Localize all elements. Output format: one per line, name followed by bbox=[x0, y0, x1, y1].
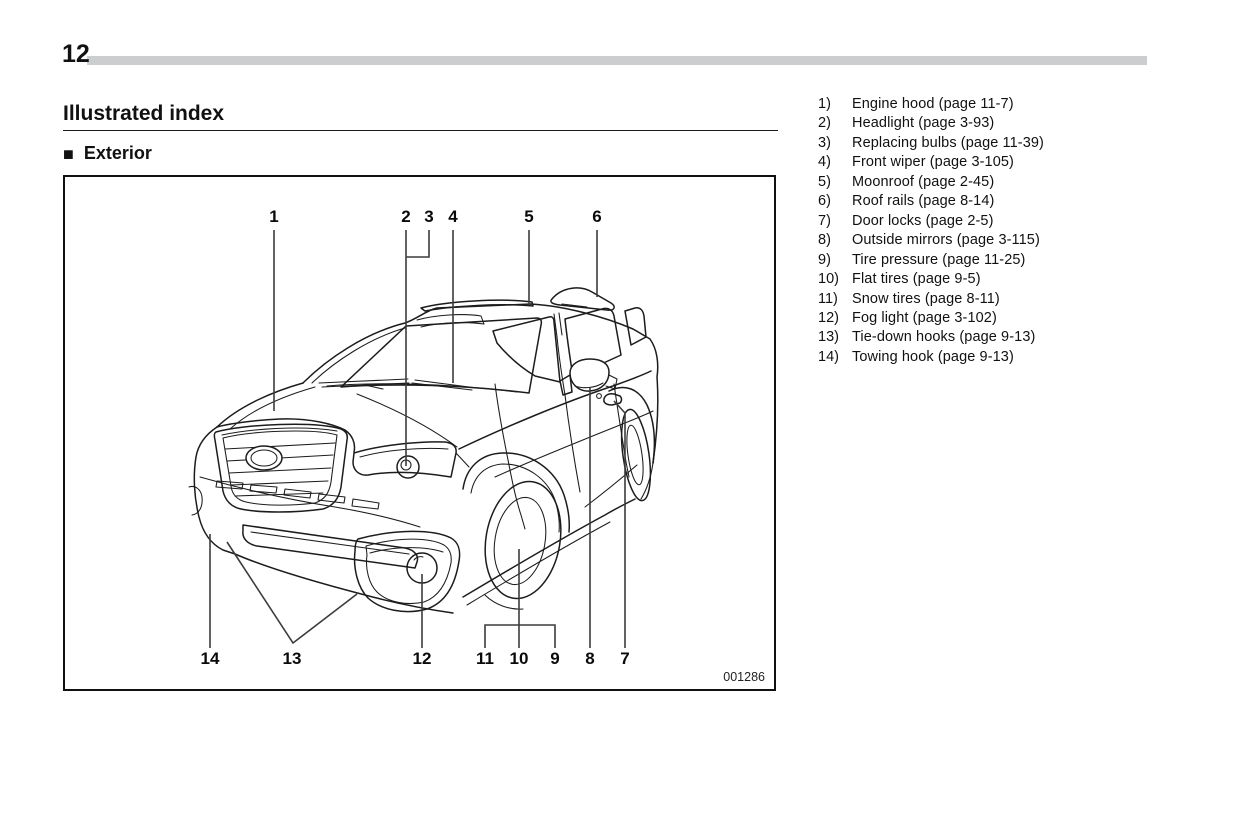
callout-number: 2 bbox=[401, 207, 411, 226]
index-item-label: Towing hook (page 9-13) bbox=[852, 348, 1014, 365]
section-label: Exterior bbox=[83, 143, 152, 163]
index-item-label: Door locks (page 2-5) bbox=[852, 212, 994, 229]
index-item-label: Tire pressure (page 11-25) bbox=[852, 251, 1026, 268]
index-item-number: 1) bbox=[818, 96, 831, 112]
index-item-label: Outside mirrors (page 3-115) bbox=[852, 232, 1040, 249]
leader-line bbox=[226, 541, 358, 645]
index-item-number: 12) bbox=[818, 309, 839, 326]
index-item-label: Roof rails (page 8-14) bbox=[852, 193, 995, 210]
index-item-number: 10) bbox=[818, 271, 839, 288]
index-item-label: Headlight (page 3-93) bbox=[852, 115, 995, 132]
callout-number: 12 bbox=[412, 649, 432, 668]
page-title: Illustrated index bbox=[63, 102, 225, 125]
index-item-label: Front wiper (page 3-105) bbox=[852, 154, 1014, 171]
index-item-label: Replacing bulbs (page 11-39) bbox=[852, 134, 1044, 151]
leader-lines bbox=[209, 230, 626, 648]
index-item-label: Tie-down hooks (page 9-13) bbox=[852, 329, 1036, 346]
callout-number: 7 bbox=[620, 649, 630, 668]
index-item: 1) Engine hood (page 11-7) bbox=[818, 95, 1083, 114]
callout-number: 13 bbox=[282, 649, 302, 668]
index-item-label: Flat tires (page 9-5) bbox=[852, 271, 981, 288]
callout-number: 10 bbox=[509, 649, 529, 668]
index-item: 7) Door locks (page 2-5) bbox=[818, 212, 1083, 231]
index-item-number: 11) bbox=[818, 290, 838, 307]
index-item-number: 13) bbox=[818, 329, 839, 346]
index-item: 13) Tie-down hooks (page 9-13) bbox=[818, 328, 1083, 347]
index-item: 6) Roof rails (page 8-14) bbox=[818, 192, 1083, 211]
index-item-number: 5) bbox=[818, 173, 831, 190]
index-item: 2) Headlight (page 3-93) bbox=[818, 114, 1083, 133]
index-item-number: 3) bbox=[818, 134, 831, 151]
index-item-label: Fog light (page 3-102) bbox=[852, 309, 997, 326]
index-item: 5) Moonroof (page 2-45) bbox=[818, 173, 1083, 192]
leader-line bbox=[613, 400, 626, 648]
index-item-number: 14) bbox=[818, 348, 839, 365]
callout-number: 5 bbox=[524, 207, 534, 226]
leader-line bbox=[406, 230, 430, 258]
header-bar bbox=[87, 56, 1147, 65]
callout-number: 4 bbox=[448, 207, 458, 226]
index-item: 14) Towing hook (page 9-13) bbox=[818, 348, 1083, 367]
section-square-icon: ■ bbox=[63, 143, 74, 164]
index-item: 10) Flat tires (page 9-5) bbox=[818, 270, 1083, 289]
index-list: 1) Engine hood (page 11-7) 2) Headlight (pa… bbox=[818, 95, 1083, 367]
callout-number: 11 bbox=[476, 649, 494, 668]
figure-code: 001286 bbox=[723, 670, 765, 684]
index-item-number: 7) bbox=[818, 212, 831, 229]
callout-number: 9 bbox=[550, 649, 560, 668]
leader-line bbox=[484, 624, 556, 648]
index-item-number: 4) bbox=[818, 154, 831, 171]
index-item-label: Engine hood (page 11-7) bbox=[852, 96, 1014, 112]
index-item: 3) Replacing bulbs (page 11-39) bbox=[818, 134, 1083, 153]
index-item: 9) Tire pressure (page 11-25) bbox=[818, 251, 1083, 270]
section-heading: ■ Exterior bbox=[63, 143, 152, 164]
index-item: 8) Outside mirrors (page 3-115) bbox=[818, 231, 1083, 250]
callout-number: 6 bbox=[592, 207, 602, 226]
index-item: 11) Snow tires (page 8-11) bbox=[818, 290, 1083, 309]
callout-number: 1 bbox=[269, 207, 279, 226]
index-item-label: Moonroof (page 2-45) bbox=[852, 173, 995, 190]
index-item: 12) Fog light (page 3-102) bbox=[818, 309, 1083, 328]
car-line-art bbox=[188, 287, 659, 614]
callout-number: 8 bbox=[585, 649, 595, 668]
callout-number: 3 bbox=[424, 207, 434, 226]
index-item: 4) Front wiper (page 3-105) bbox=[818, 153, 1083, 172]
index-item-number: 9) bbox=[818, 251, 831, 268]
index-item-number: 6) bbox=[818, 193, 831, 210]
index-item-number: 2) bbox=[818, 115, 831, 132]
callout-number: 14 bbox=[200, 649, 220, 668]
index-item-number: 8) bbox=[818, 232, 831, 249]
page-number: 12 bbox=[62, 40, 90, 68]
title-rule bbox=[63, 130, 778, 131]
index-item-label: Snow tires (page 8-11) bbox=[852, 290, 1000, 307]
